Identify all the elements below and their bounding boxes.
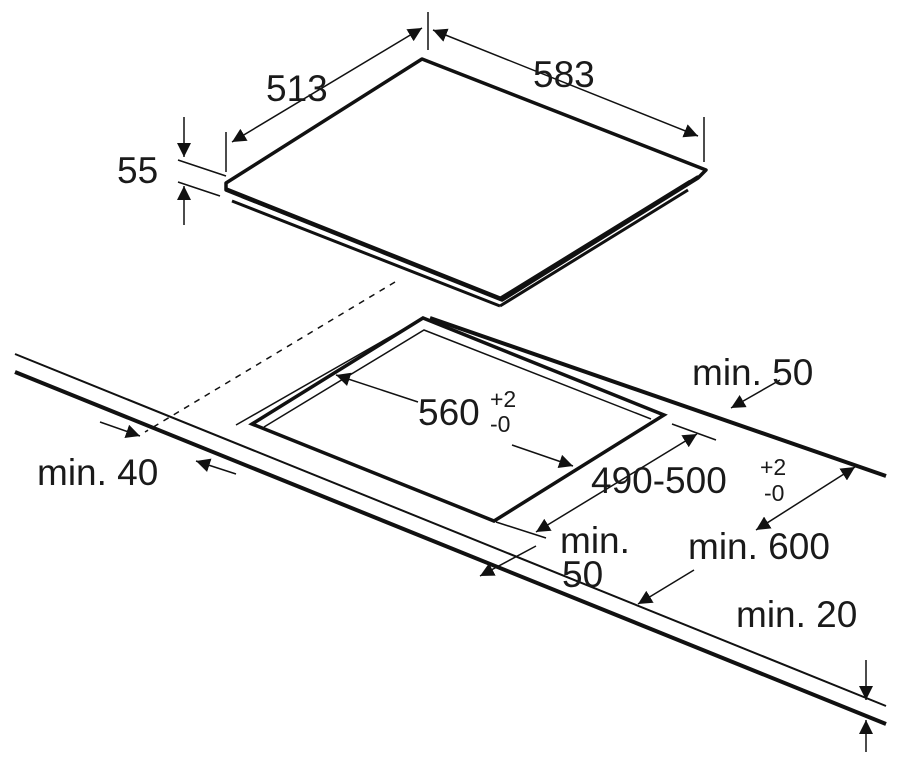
label-min-front-b: 50 (562, 554, 604, 595)
cutout (248, 316, 668, 523)
dim-min-40-side (99, 421, 237, 475)
worktop-back-edge (429, 316, 887, 478)
label-cutout-width-tol-minus: -0 (490, 411, 511, 437)
hob-front-edge (225, 175, 699, 299)
cutout-outline (248, 316, 668, 523)
label-min-front-a: min. (560, 520, 630, 561)
label-min-600: min. 600 (688, 526, 830, 567)
dim-min-50-back (730, 379, 781, 409)
label-cutout-depth: 490-500 (591, 460, 727, 501)
label-min-50-back: min. 50 (692, 352, 814, 393)
label-min-20: min. 20 (736, 594, 858, 635)
hob-bottom-edge (231, 199, 501, 308)
dim-490-500 (495, 423, 717, 539)
dim-min-600 (637, 466, 856, 605)
label-width-583: 583 (533, 54, 595, 95)
dim-583 (432, 28, 705, 162)
dim-513 (225, 12, 429, 172)
dim-55 (177, 117, 227, 225)
label-height-55: 55 (117, 150, 159, 191)
label-cutout-depth-tol-plus: +2 (760, 454, 787, 480)
label-cutout-width: 560 (418, 392, 480, 433)
label-cutout-depth-tol-minus: -0 (764, 480, 785, 506)
hob-base (241, 179, 691, 300)
dim-min-50-front (479, 545, 537, 577)
label-min-40-side: min. 40 (37, 452, 159, 493)
projection-line (144, 281, 396, 433)
hob-top-surface (224, 57, 708, 302)
label-cutout-width-tol-plus: +2 (490, 386, 517, 412)
hob-appliance (224, 57, 708, 308)
label-depth-513: 513 (266, 68, 328, 109)
cutout-inner-wall (263, 329, 652, 428)
